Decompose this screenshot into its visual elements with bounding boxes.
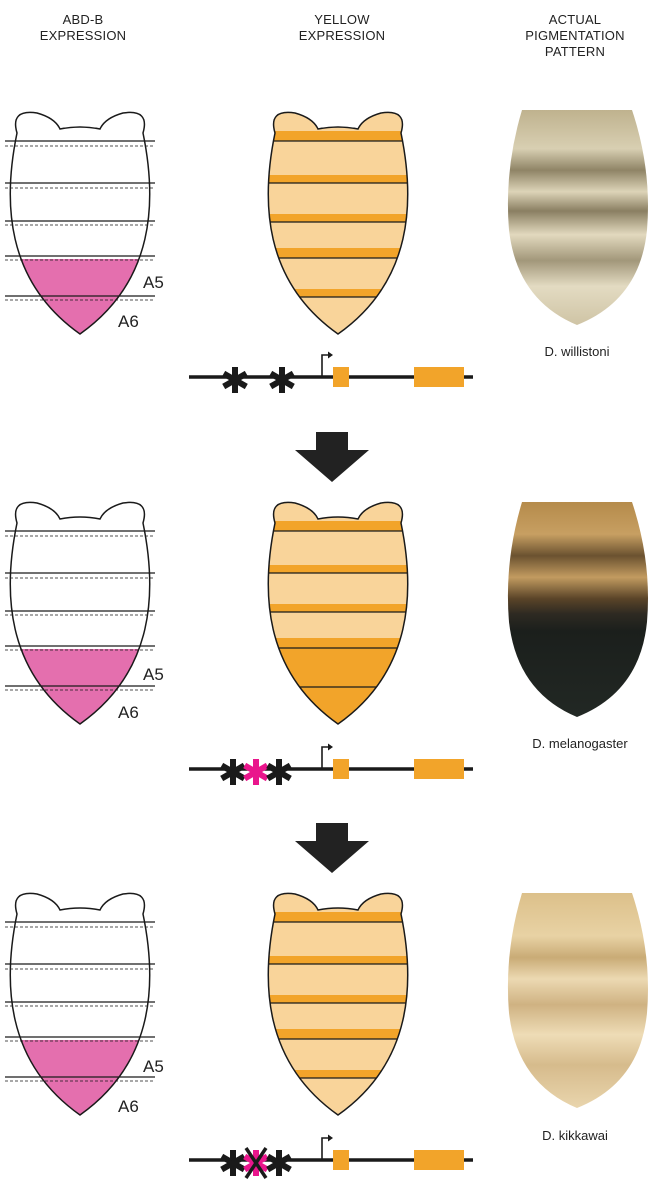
species-label: D. melanogaster (532, 736, 628, 751)
abdb-expression-diagram (0, 502, 165, 739)
down-arrow-icon (295, 432, 369, 482)
species-label: D. kikkawai (542, 1128, 608, 1143)
regulatory-site-marker (271, 367, 294, 393)
regulatory-site-marker (268, 759, 291, 785)
regulatory-site-marker (222, 759, 245, 785)
abdb-expression-diagram (0, 893, 165, 1130)
abdb-expression-diagram (0, 112, 165, 349)
row-kikkawai: A5 A6 D. kikkawai (0, 893, 648, 1178)
gained-regulatory-site-marker (245, 759, 268, 785)
segment-label-a5: A5 (143, 1057, 164, 1076)
fly-abdomen-photo (508, 893, 648, 1108)
fly-abdomen-photo (508, 502, 648, 717)
segment-label-a6: A6 (118, 312, 139, 331)
segment-label-a6: A6 (118, 703, 139, 722)
row-willistoni: A5 A6 D. willistoni (0, 110, 648, 393)
segment-label-a5: A5 (143, 273, 164, 292)
yellow-expression-diagram (253, 112, 423, 334)
species-label: D. willistoni (544, 344, 609, 359)
regulatory-site-marker (224, 367, 247, 393)
yellow-expression-diagram (253, 893, 423, 1115)
yellow-expression-diagram (253, 502, 423, 738)
segment-label-a6: A6 (118, 1097, 139, 1116)
segment-label-a5: A5 (143, 665, 164, 684)
row-melanogaster: A5 A6 D. melanogaster (0, 502, 648, 785)
down-arrow-icon (295, 823, 369, 873)
fly-abdomen-photo (508, 110, 648, 325)
regulatory-site-marker (268, 1150, 291, 1176)
yellow-gene-locus (189, 1135, 473, 1179)
yellow-gene-locus (189, 352, 473, 394)
yellow-gene-locus (189, 744, 473, 786)
regulatory-site-marker (222, 1150, 245, 1176)
